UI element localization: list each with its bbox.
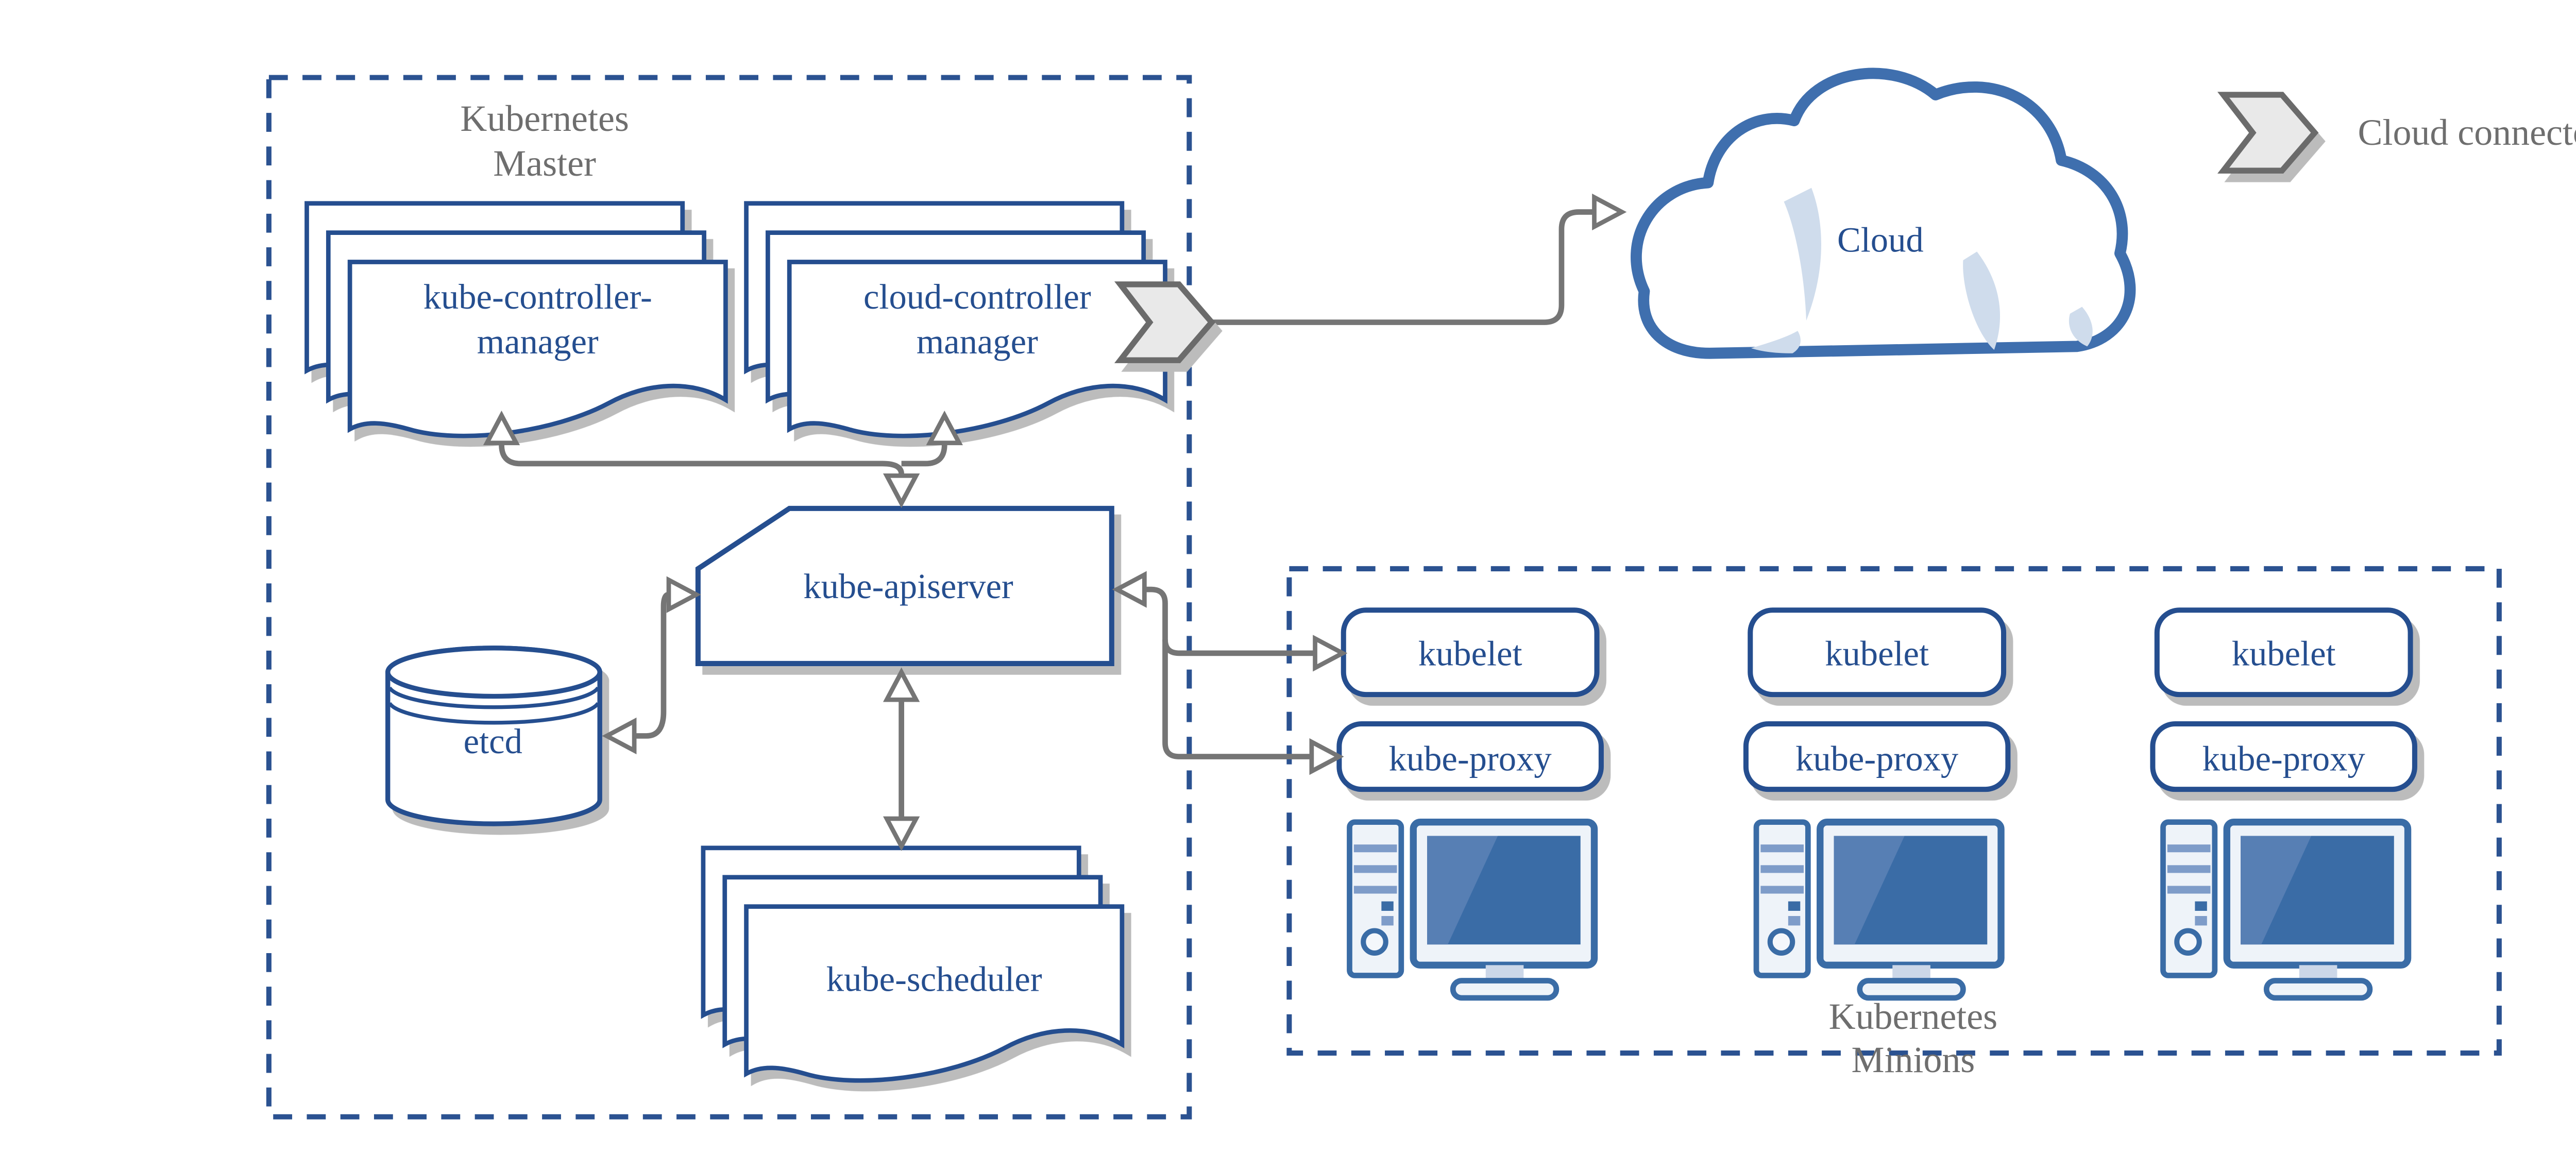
- computer-icon: [1349, 822, 1594, 998]
- cloud-outline: [1631, 67, 2136, 359]
- kubelet-label-3: kubelet: [2232, 634, 2336, 673]
- arrowhead-left: [607, 721, 635, 751]
- kubelet-box-2: [1748, 607, 2007, 698]
- kube-proxy-label-3: kube-proxy: [2202, 739, 2366, 778]
- cloud-label: Cloud: [1837, 220, 1924, 259]
- kube-proxy-box-2: [1743, 721, 2011, 792]
- kube-apiserver-label: kube-apiserver: [803, 567, 1013, 606]
- kube-controller-manager-docs: kube-controller- manager: [307, 204, 725, 436]
- arrow-apiserver-etcd: [607, 580, 697, 751]
- computer-icon: [2163, 822, 2408, 998]
- computer-icon: [1756, 822, 2001, 998]
- cloud-controller-manager-label-line1: cloud-controller: [863, 277, 1091, 316]
- cloud-controller-manager-label-line2: manager: [917, 322, 1038, 361]
- apiserver-shape: [695, 505, 1114, 666]
- cloud-highlight: [1963, 251, 2001, 350]
- kube-apiserver-box: kube-apiserver: [695, 505, 1114, 666]
- kube-scheduler-docs: kube-scheduler: [703, 848, 1122, 1080]
- arrow-apiserver-scheduler: [887, 672, 916, 846]
- minion-node-1: kubelet kube-proxy: [1336, 607, 1604, 998]
- minions-label-line2: Minions: [1852, 1039, 1975, 1080]
- arrowhead-right: [1595, 197, 1622, 227]
- cloud-highlight: [1751, 331, 1801, 353]
- etcd-rim-line: [387, 686, 600, 709]
- minions-label-line1: Kubernetes: [1829, 996, 1997, 1037]
- cloud-highlight: [1784, 188, 1821, 321]
- arrowhead-right: [1312, 742, 1340, 771]
- arrowhead-right: [669, 580, 697, 609]
- arrow-apiserver-nodes: [1117, 575, 1343, 771]
- kube-proxy-label-1: kube-proxy: [1389, 739, 1552, 778]
- master-label-line1: Kubernetes: [460, 98, 629, 139]
- arrowhead-down: [887, 819, 916, 846]
- kube-scheduler-label: kube-scheduler: [826, 960, 1042, 999]
- minion-node-3: kubelet kube-proxy: [2150, 607, 2417, 998]
- arrowhead-down: [887, 476, 916, 503]
- master-label-line2: Master: [493, 143, 596, 184]
- arrowhead-up: [887, 672, 916, 700]
- arrow-controllers-to-apiserver: [487, 415, 959, 503]
- etcd-cylinder: etcd: [385, 646, 602, 826]
- arrowhead-left: [1117, 575, 1145, 604]
- kubelet-label-1: kubelet: [1418, 634, 1522, 673]
- minion-node-2: kubelet kube-proxy: [1743, 607, 2011, 998]
- legend-cloud-connector-label: Cloud connector: [2358, 112, 2576, 153]
- kubernetes-master-boundary: [266, 75, 1192, 1120]
- kube-controller-manager-label-line1: kube-controller-: [423, 277, 652, 316]
- kube-controller-manager-label-line2: manager: [477, 322, 599, 361]
- legend-cloud-connector-icon: [2224, 95, 2315, 171]
- kube-proxy-label-2: kube-proxy: [1795, 739, 1959, 778]
- arrow-connector-to-cloud: [1210, 197, 1622, 325]
- cloud-shape: Cloud: [1631, 67, 2136, 359]
- etcd-top-ellipse: [385, 646, 602, 699]
- cloud-controller-manager-docs: cloud-controller manager: [747, 204, 1165, 436]
- cloud-highlight: [2069, 307, 2093, 347]
- kubelet-label-2: kubelet: [1825, 634, 1929, 673]
- kubernetes-minions-boundary: [1286, 566, 2502, 1056]
- etcd-rim-line: [387, 702, 600, 725]
- arrowhead-right: [1315, 638, 1343, 668]
- kubelet-box-3: [2154, 607, 2413, 698]
- etcd-label: etcd: [464, 722, 522, 761]
- kube-proxy-box-3: [2150, 721, 2417, 792]
